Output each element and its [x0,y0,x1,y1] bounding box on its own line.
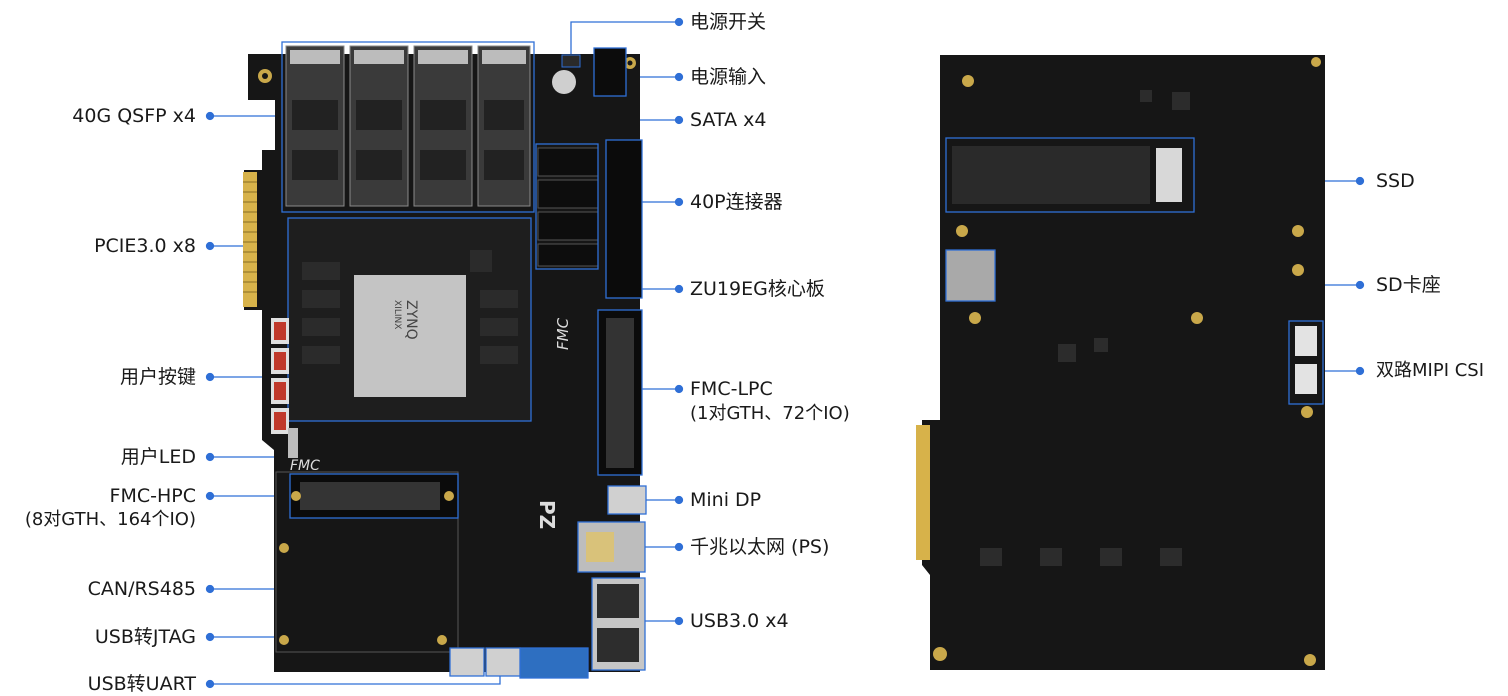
label-power-input: 电源输入 [690,66,767,88]
mipi-csi-connectors [1288,320,1324,405]
label-can-rs485: CAN/RS485 [87,578,196,600]
power-input-jack [593,47,627,97]
label-ssd: SSD [1376,170,1415,192]
label-fmc-lpc: FMC-LPC [690,378,773,400]
power-switch [561,54,581,68]
label-power-switch: 电源开关 [690,11,767,33]
qsfp-outline [281,41,535,213]
label-mipi: 双路MIPI CSI [1376,360,1485,381]
label-user-led: 用户LED [120,446,196,468]
label-ethernet: 千兆以太网 (PS) [690,536,830,558]
label-qsfp: 40G QSFP x4 [72,105,196,127]
pcie-gold-fingers [243,172,257,307]
label-user-keys: 用户按键 [119,366,196,388]
sata-connectors [537,147,599,267]
back-gold-fingers [916,425,930,560]
label-usb-uart: USB转UART [87,673,196,695]
label-40p: 40P连接器 [690,191,783,213]
label-mini-dp: Mini DP [690,489,762,511]
usb-uart-port [485,647,521,677]
label-pcie: PCIE3.0 x8 [94,235,196,257]
ssd-slot [945,137,1195,213]
connector-40p [605,139,643,299]
label-fmc-lpc-detail: (1对GTH、72个IO) [690,403,850,424]
label-usb3: USB3.0 x4 [690,610,789,632]
sd-card-slot [945,249,996,302]
can-rs485-terminals [519,647,589,679]
front-board: XILINX ZYNQ FMC FMC PZ [243,41,647,679]
chip-brand-text: XILINX [392,300,402,329]
sata-outline [535,143,599,270]
fmc-lpc-silkscreen: FMC [554,317,572,350]
label-usb-jtag: USB转JTAG [94,626,196,648]
label-fmc-hpc: FMC-HPC [109,485,196,507]
mini-dp-port [607,485,647,515]
label-sata: SATA x4 [690,109,767,131]
user-led-group [288,428,298,458]
fmc-front-silkscreen: FMC [290,458,320,474]
label-fmc-hpc-detail: (8对GTH、164个IO) [24,509,196,530]
label-sd-slot: SD卡座 [1376,274,1441,296]
qsfp-cages [285,45,531,207]
label-core-board: ZU19EG核心板 [690,278,825,300]
back-board [916,55,1325,670]
back-pcb [922,55,1325,670]
zynq-chip [354,275,466,397]
usb-jtag-port [449,647,485,677]
chip-name-text: ZYNQ [403,300,419,340]
user-keys-group [271,318,289,434]
pz-logo: PZ [535,500,559,529]
